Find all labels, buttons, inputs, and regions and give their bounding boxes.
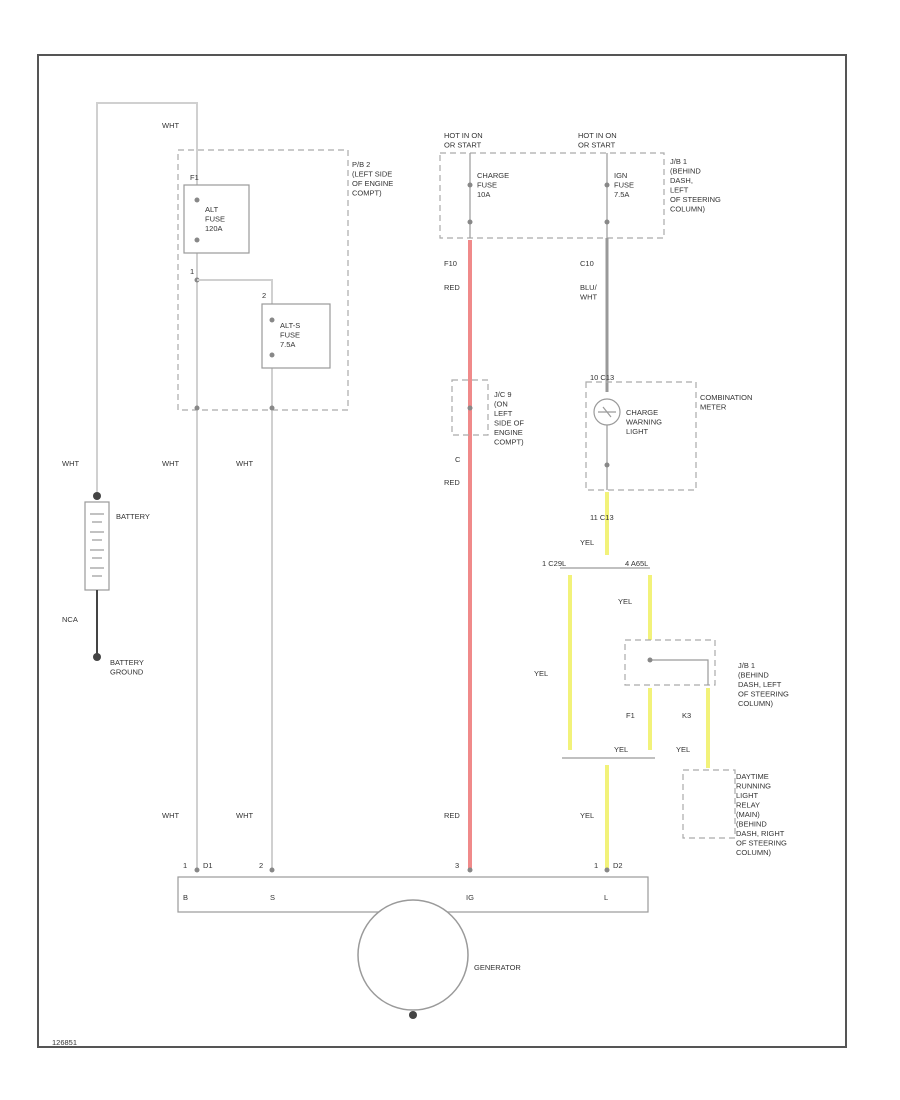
label-red2: RED: [444, 478, 460, 487]
label-f1: F1: [626, 711, 635, 720]
pb2-block: [177, 149, 349, 411]
label-red3: RED: [444, 811, 460, 820]
drl-relay-block: [682, 769, 736, 839]
label-term-f1: F1: [190, 173, 199, 182]
alt-s-fuse-box: [261, 303, 331, 369]
pin-ig-node: [467, 867, 473, 873]
label-yel-4: YEL: [614, 745, 628, 754]
label-wht-l3: WHT: [236, 459, 253, 468]
label-wht-l2: WHT: [162, 459, 179, 468]
label-k3: K3: [682, 711, 691, 720]
label-pin-3: 3: [455, 861, 459, 870]
battery-positive-wire: [96, 102, 198, 495]
charge-fuse-node-top: [467, 182, 473, 188]
alt-fuse-node-bottom: [194, 237, 200, 243]
label-yel-6: YEL: [580, 811, 594, 820]
label-nca: NCA: [62, 615, 78, 624]
label-c-c13: 10 C13: [590, 373, 614, 382]
label-red1: RED: [444, 283, 460, 292]
jb1-mid-block: [624, 639, 716, 686]
label-wht-l1: WHT: [62, 459, 79, 468]
label-yel-3: YEL: [534, 669, 548, 678]
label-wht-b2: WHT: [236, 811, 253, 820]
pb2-terminal-left: [194, 405, 200, 411]
label-gen-ig: IG: [466, 893, 474, 902]
label-pin-1a: 1: [183, 861, 187, 870]
label-conn-left: 1 C29L: [542, 559, 566, 568]
charge-warning-light-marks: [598, 406, 616, 418]
battery-ground-point: [93, 653, 101, 661]
label-pin-d2: D2: [613, 861, 623, 870]
label-wht-top: WHT: [162, 121, 179, 130]
label-pin-1b: 1: [594, 861, 598, 870]
jb1-fuse-block: [439, 152, 665, 239]
generator-ground: [409, 1011, 417, 1019]
label-figure-id: 126851: [52, 1038, 77, 1047]
label-generator: GENERATOR: [474, 963, 521, 972]
battery-positive-terminal: [93, 492, 101, 500]
jc9-node: [467, 405, 473, 411]
pin-s-node: [269, 867, 275, 873]
label-yel-2: YEL: [618, 597, 632, 606]
label-c-label: C: [455, 455, 461, 464]
label-conn-right: 4 A65L: [625, 559, 648, 568]
label-pin-2: 2: [259, 861, 263, 870]
alt-s-fuse-node-top: [269, 317, 275, 323]
jb1-internal-wire: [650, 659, 709, 685]
alt-s-fuse-node-bottom: [269, 352, 275, 358]
label-yel-5: YEL: [676, 745, 690, 754]
pb2-terminal-right: [269, 405, 275, 411]
battery-cells: [90, 513, 104, 577]
ign-fuse-node-bottom: [604, 219, 610, 225]
label-battery: BATTERY: [116, 512, 150, 521]
alt-fuse-box: [183, 184, 250, 254]
diagram-frame: [37, 54, 847, 1048]
combination-meter-block: [585, 381, 697, 491]
alt-s-feed-wire: [197, 279, 273, 870]
label-gen-b: B: [183, 893, 188, 902]
label-wht-b1: WHT: [162, 811, 179, 820]
label-pin-d1: D1: [203, 861, 213, 870]
pin-l-node: [604, 867, 610, 873]
jb1-node: [647, 657, 653, 663]
label-c11: 11 C13: [590, 513, 614, 522]
charge-fuse-node-bottom: [467, 219, 473, 225]
label-f10: F10: [444, 259, 457, 268]
meter-node: [604, 462, 610, 468]
jc9-block: [451, 379, 489, 436]
label-term-2: 2: [262, 291, 266, 300]
label-gen-s: S: [270, 893, 275, 902]
generator-symbol: [357, 899, 469, 1011]
label-c10: C10: [580, 259, 594, 268]
label-gen-l: L: [604, 893, 608, 902]
label-yel-1: YEL: [580, 538, 594, 547]
alt-fuse-node-top: [194, 197, 200, 203]
ign-fuse-node-top: [604, 182, 610, 188]
battery-symbol: [84, 501, 110, 591]
label-blu-wht: BLU/WHT: [580, 283, 598, 302]
label-term-1: 1: [190, 267, 194, 276]
pin-b-node: [194, 867, 200, 873]
